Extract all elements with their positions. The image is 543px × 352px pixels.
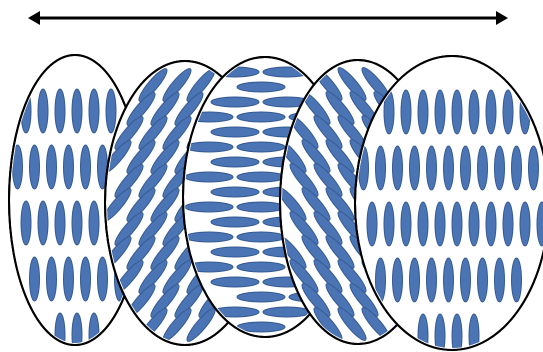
molecule-mark xyxy=(237,82,285,92)
molecule-mark xyxy=(81,145,91,189)
molecule-mark xyxy=(185,142,233,152)
molecule-mark xyxy=(89,313,99,352)
molecule-mark xyxy=(486,90,496,134)
molecule-mark xyxy=(47,145,57,189)
molecule-mark xyxy=(38,201,48,245)
molecule-mark xyxy=(512,258,522,302)
molecule-mark xyxy=(72,89,82,133)
molecule-mark xyxy=(72,313,82,352)
molecule-mark xyxy=(452,314,462,352)
molecule-mark xyxy=(263,307,311,317)
molecule-mark xyxy=(486,202,496,246)
molecule-mark xyxy=(393,146,403,190)
molecule-mark xyxy=(237,262,285,272)
molecule-mark xyxy=(211,247,259,257)
molecule-mark xyxy=(520,202,530,246)
molecule-mark xyxy=(38,89,48,133)
molecule-mark xyxy=(435,90,445,134)
molecule-mark xyxy=(410,258,420,302)
molecule-mark xyxy=(30,257,40,301)
molecule-mark xyxy=(401,202,411,246)
molecule-mark xyxy=(237,232,285,242)
molecule-mark xyxy=(512,146,522,190)
molecule-mark xyxy=(444,258,454,302)
molecule-mark xyxy=(384,202,394,246)
double-arrow xyxy=(28,11,508,25)
molecule-mark xyxy=(185,172,233,182)
molecule-mark xyxy=(435,202,445,246)
molecule-mark xyxy=(452,90,462,134)
molecule-mark xyxy=(469,90,479,134)
molecule-mark xyxy=(478,146,488,190)
molecule-mark xyxy=(237,112,285,122)
molecule-mark xyxy=(106,89,116,133)
molecule-mark xyxy=(72,201,82,245)
molecule-mark xyxy=(452,202,462,246)
molecule-mark xyxy=(427,146,437,190)
molecule-mark xyxy=(393,258,403,302)
molecule-mark xyxy=(503,202,513,246)
molecule-mark xyxy=(89,201,99,245)
molecule-mark xyxy=(211,157,259,167)
molecule-mark xyxy=(185,202,233,212)
molecule-mark xyxy=(47,257,57,301)
molecule-mark xyxy=(211,127,259,137)
molecule-mark xyxy=(81,257,91,301)
ellipse-panels xyxy=(9,55,543,352)
molecule-mark xyxy=(211,187,259,197)
molecule-mark xyxy=(21,201,31,245)
molecule-mark xyxy=(55,201,65,245)
molecule-mark xyxy=(495,146,505,190)
molecule-mark xyxy=(418,90,428,134)
molecule-mark xyxy=(367,202,377,246)
molecule-mark xyxy=(55,313,65,352)
molecule-mark xyxy=(237,202,285,212)
molecule-mark xyxy=(418,314,428,352)
molecule-mark xyxy=(461,146,471,190)
molecule-mark xyxy=(211,277,259,287)
molecule-mark xyxy=(444,146,454,190)
molecule-mark xyxy=(427,258,437,302)
molecule-mark xyxy=(237,172,285,182)
molecule-mark xyxy=(469,202,479,246)
molecule-mark xyxy=(461,258,471,302)
molecule-mark xyxy=(98,257,108,301)
molecule-mark xyxy=(418,202,428,246)
molecule-mark xyxy=(529,146,539,190)
molecule-mark xyxy=(401,90,411,134)
molecule-mark xyxy=(237,142,285,152)
molecule-mark xyxy=(211,97,259,107)
molecule-mark xyxy=(64,145,74,189)
arrow-head-right xyxy=(496,11,508,25)
molecule-mark xyxy=(185,232,233,242)
molecule-mark xyxy=(410,146,420,190)
molecule-mark xyxy=(64,257,74,301)
molecule-mark xyxy=(89,89,99,133)
arrow-head-left xyxy=(28,11,40,25)
molecule-mark xyxy=(55,89,65,133)
molecule-mark xyxy=(495,258,505,302)
molecule-mark xyxy=(211,217,259,227)
molecule-mark xyxy=(503,90,513,134)
molecule-mark xyxy=(478,258,488,302)
panel-5 xyxy=(355,56,543,352)
molecule-mark xyxy=(237,292,285,302)
molecule-mark xyxy=(376,146,386,190)
molecule-mark xyxy=(30,145,40,189)
